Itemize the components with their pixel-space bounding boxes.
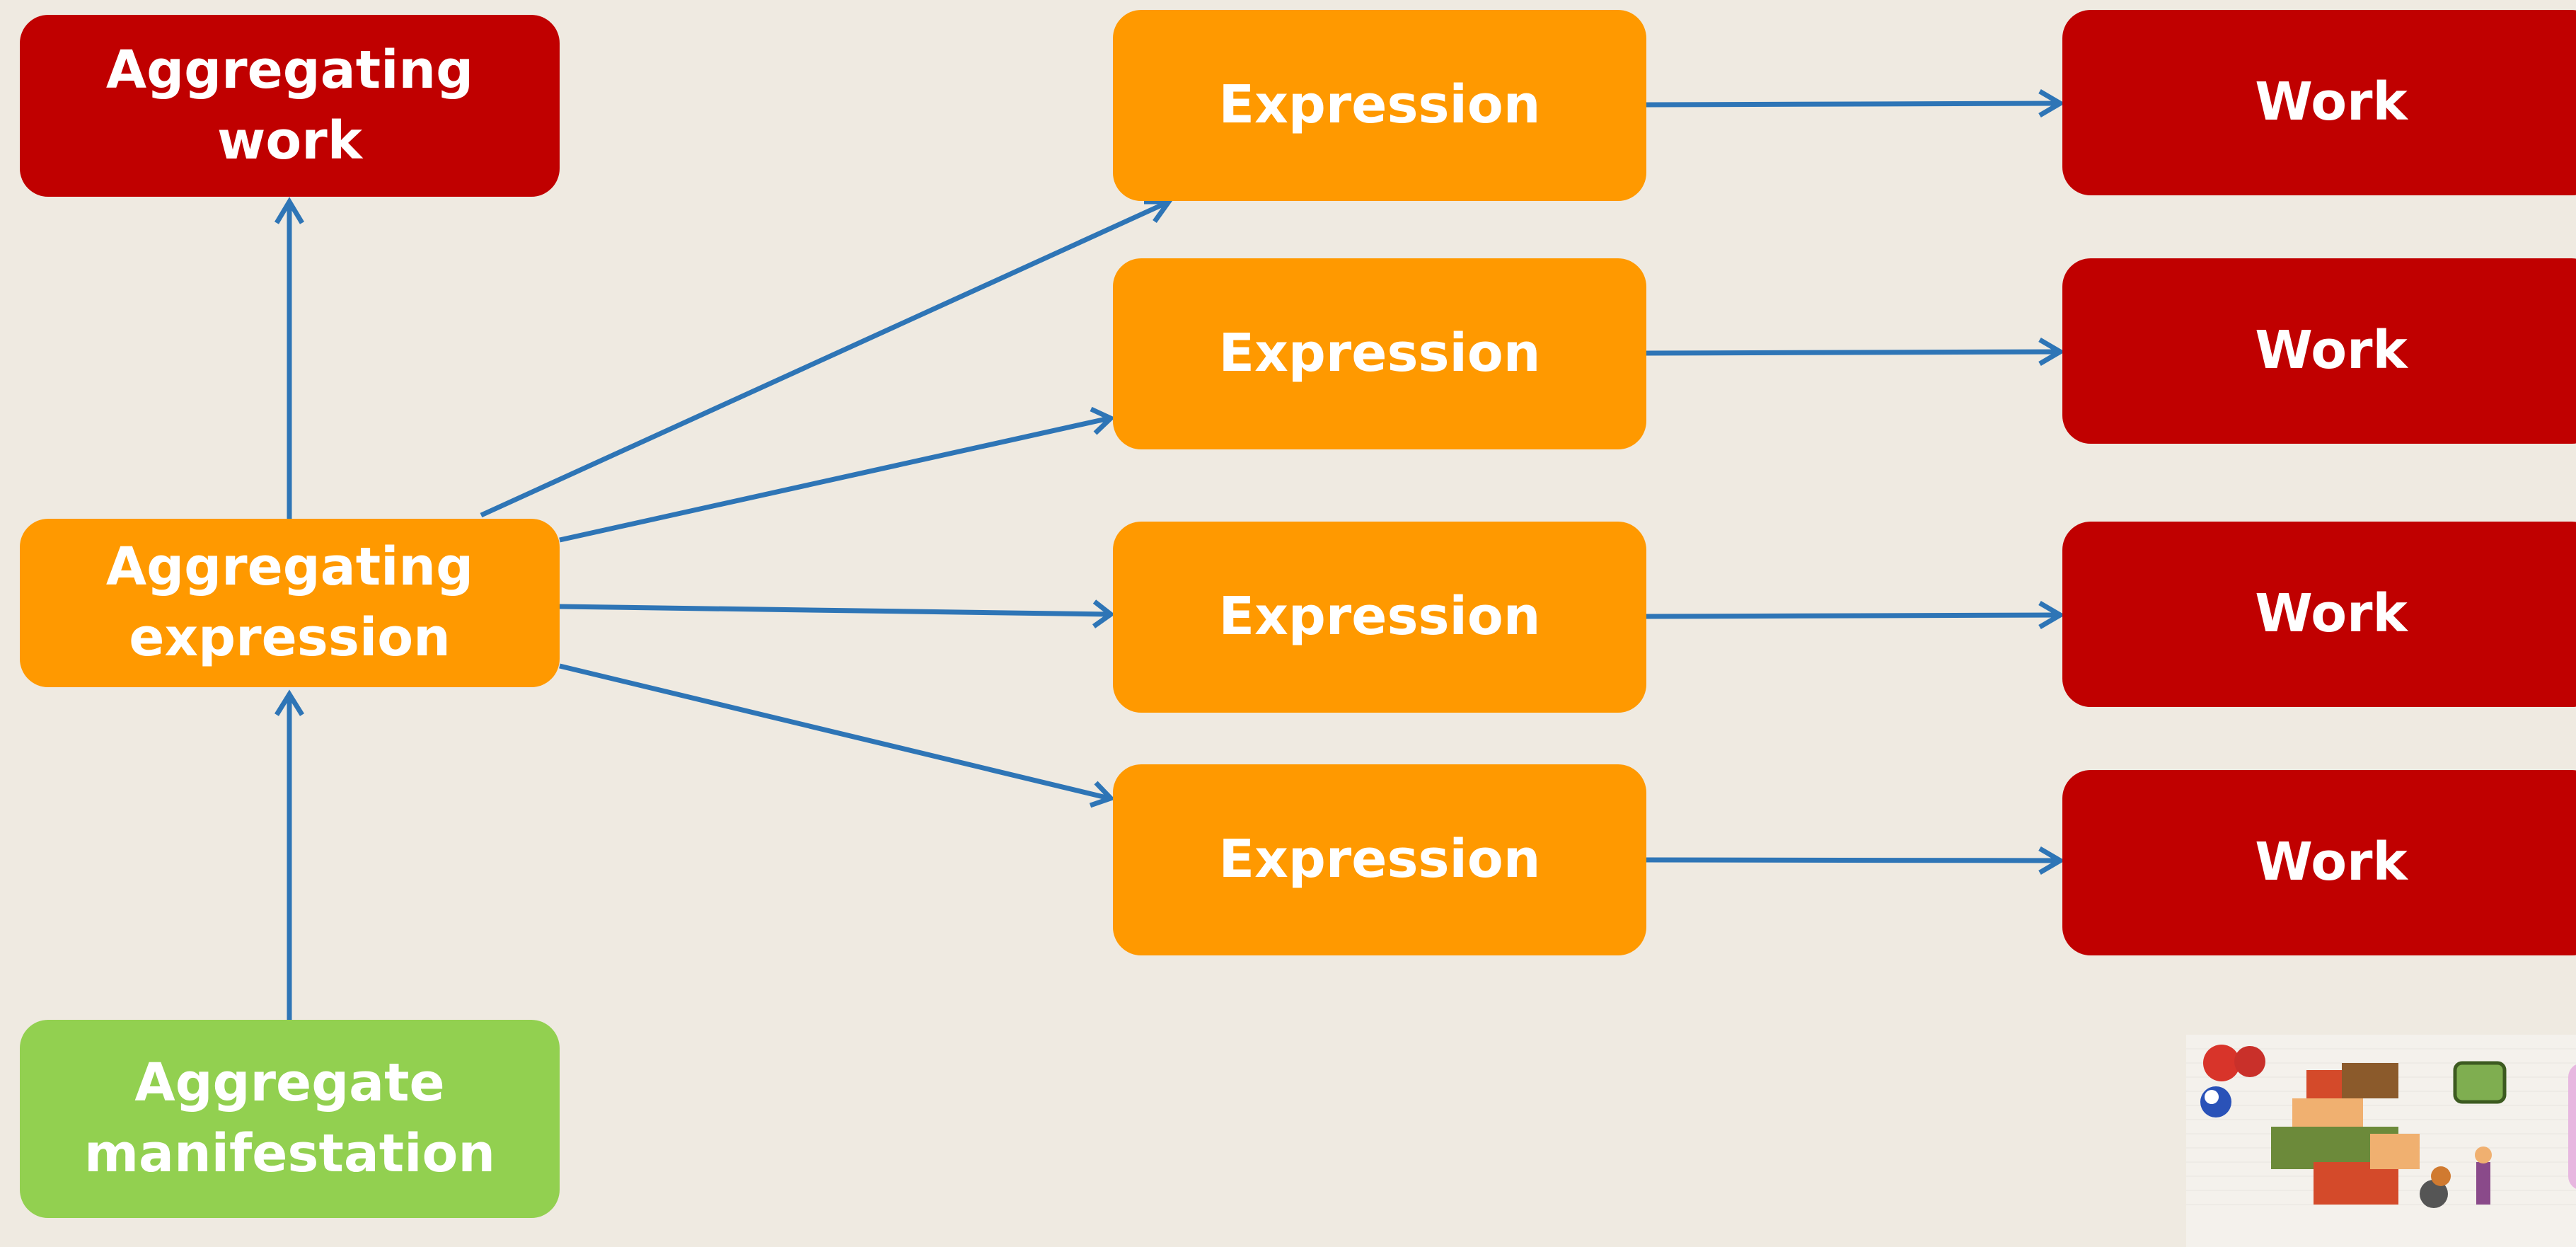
expression-node: Expression	[1113, 10, 1646, 201]
video-game-sprites-image	[2186, 1035, 2576, 1247]
arrow-manifestation-to-expression	[275, 689, 304, 1020]
aggregating-expression-label: Aggregating expression	[105, 536, 474, 668]
arrow-expression-to-work-0	[1646, 88, 2065, 118]
aggregating-expression-node: Aggregating expression	[20, 519, 560, 687]
expression-node: Expression	[1113, 522, 1646, 713]
expression-node: Expression	[1113, 258, 1646, 449]
work-label: Work	[2255, 832, 2408, 893]
aggregating-work-node: Aggregating work	[20, 15, 560, 197]
work-label: Work	[2255, 320, 2408, 381]
work-node: Work	[2062, 770, 2576, 955]
aggregate-manifestation-label: Aggregate manifestation	[83, 1052, 496, 1184]
work-node: Work	[2062, 10, 2576, 195]
work-node: Work	[2062, 258, 2576, 444]
arrow-aggexpr-to-expression-0	[480, 199, 1174, 518]
expression-node: Expression	[1113, 764, 1646, 955]
expression-label: Expression	[1218, 829, 1541, 890]
work-label: Work	[2255, 71, 2408, 133]
expression-label: Expression	[1218, 586, 1541, 648]
arrow-aggexpr-to-expression-2	[559, 599, 1115, 628]
arrow-aggexpr-to-expression-1	[559, 406, 1116, 543]
arrow-aggexpr-to-expression-3	[559, 663, 1116, 808]
arrow-expression-to-work-3	[1646, 846, 2065, 875]
work-label: Work	[2255, 583, 2408, 645]
aggregate-manifestation-node: Aggregate manifestation	[20, 1020, 560, 1218]
arrow-expression-to-work-1	[1646, 337, 2065, 367]
expression-label: Expression	[1218, 74, 1541, 136]
expression-label: Expression	[1218, 323, 1541, 384]
diagram-connectors	[274, 88, 2065, 1020]
arrow-expression-to-work-2	[1646, 600, 2065, 630]
aggregating-work-label: Aggregating work	[105, 39, 474, 171]
arrow-expression-to-work	[274, 197, 305, 519]
work-node: Work	[2062, 522, 2576, 707]
